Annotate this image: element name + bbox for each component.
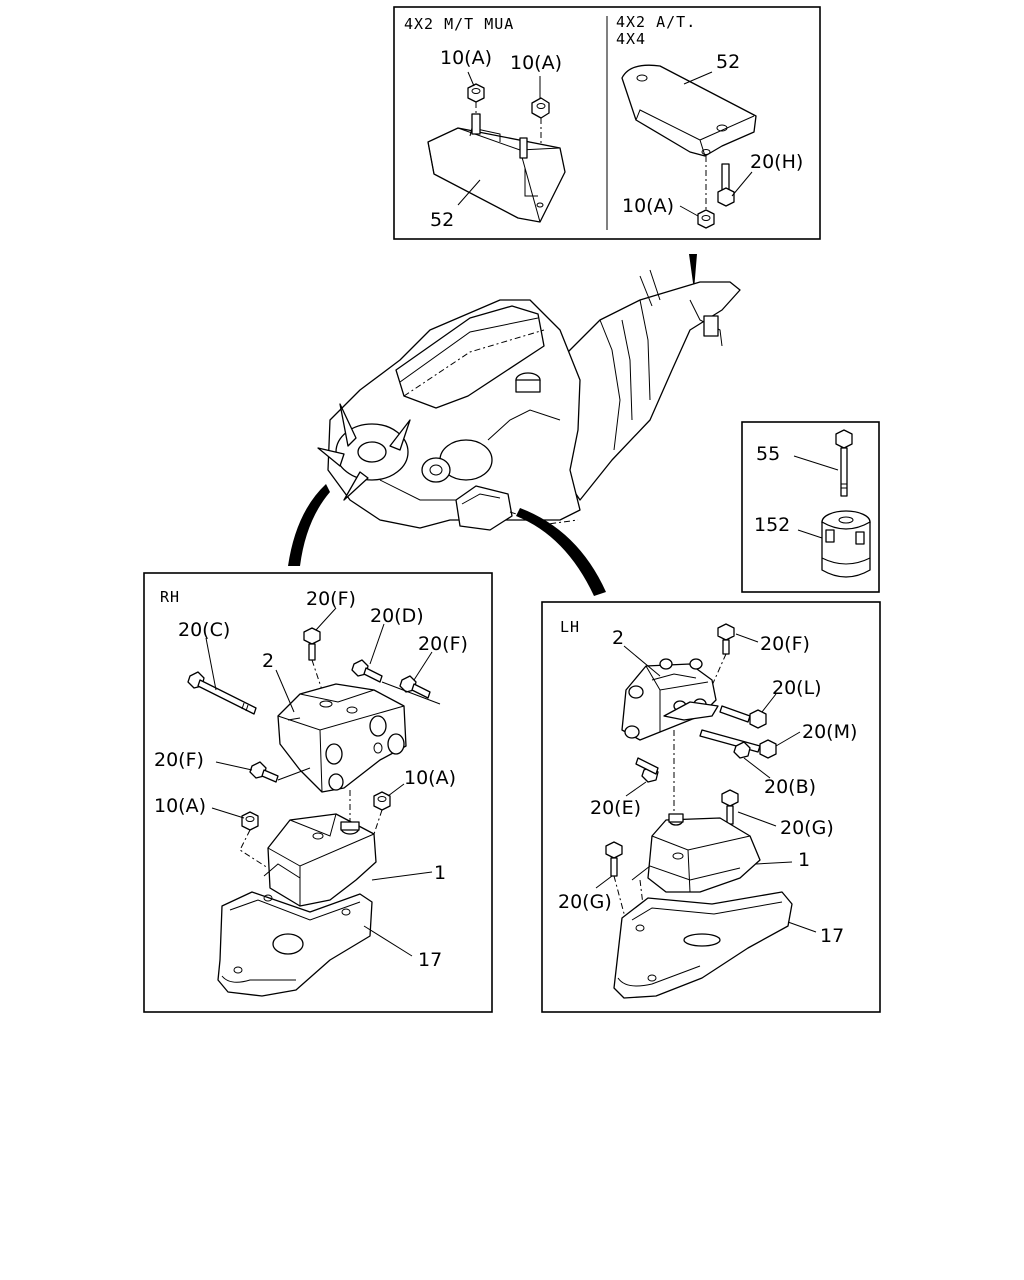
rh-header: RH (160, 588, 180, 606)
top-right-nut-label: 10(A) (510, 52, 562, 74)
lh-bolt-20m-label: 20(M) (802, 721, 857, 743)
rh-pointer-arrow (288, 484, 330, 566)
top-right-nut-a (531, 97, 550, 119)
rh-panel-frame (143, 572, 493, 1013)
top-left-nut-a (467, 83, 485, 103)
rh-bolt-20d (351, 659, 383, 683)
rh-plate-label: 17 (418, 949, 442, 971)
rh-bolt-20f-right (399, 675, 431, 699)
top-left-bracket-label: 52 (430, 209, 454, 231)
lh-bolt-20f (717, 623, 735, 655)
lh-bracket-label: 2 (612, 627, 624, 649)
rh-bracket-label: 2 (262, 650, 274, 672)
lh-bolt-20l-label: 20(L) (772, 677, 822, 699)
rh-nut-10a-left (241, 811, 259, 831)
rh-bolt-20c (187, 671, 257, 715)
rh-nut-10a-right (373, 791, 391, 811)
top-bracket-52-mt (427, 113, 566, 223)
lh-bolt-20g-left (605, 841, 623, 877)
lh-bolt-20f-label: 20(F) (760, 633, 810, 655)
top-bolt-20h-label: 20(H) (750, 151, 803, 173)
rh-bolt-20f-top (303, 627, 321, 661)
top-bracket-52-at (621, 64, 757, 157)
lh-bolt-20g-right (721, 789, 739, 825)
top-right-header-line1: 4X2 A/T. (616, 13, 696, 31)
rh-nut-left-label: 10(A) (154, 795, 206, 817)
lh-bracket-2 (621, 658, 719, 741)
lh-bolt-20m (699, 729, 777, 759)
lh-bolt-20g-left-label: 20(G) (558, 891, 612, 913)
top-pointer-arrow (689, 254, 697, 290)
lh-bolt-20e (635, 757, 659, 783)
lh-plate-17 (613, 891, 793, 999)
top-bottom-nut-a (697, 209, 715, 229)
top-panel-frame (393, 6, 821, 240)
top-right-bracket-label: 52 (716, 51, 740, 73)
rh-panel: RH (143, 572, 493, 1013)
damper-panel-frame (741, 421, 880, 593)
rh-nut-right-label: 10(A) (404, 767, 456, 789)
lh-bolt-20b-label: 20(B) (764, 776, 816, 798)
lh-bolt-20e-label: 20(E) (590, 797, 641, 819)
rh-mount-1 (263, 813, 377, 907)
damper-bolt-55 (835, 429, 853, 497)
lh-mount-label: 1 (798, 849, 810, 871)
rh-bolt-20f-left (249, 761, 279, 783)
damper-label: 152 (754, 514, 790, 536)
top-bolt-20h (717, 163, 735, 207)
lh-header: LH (560, 618, 580, 636)
top-panel: 4X2 M/T MUA 4X2 A/T. 4X4 10(A) (393, 6, 821, 240)
engine-transmission-assembly (317, 269, 741, 531)
damper-152 (821, 510, 871, 578)
rh-bolt-20c-label: 20(C) (178, 619, 230, 641)
top-left-nut-label: 10(A) (440, 47, 492, 69)
damper-panel: 55 152 (741, 421, 880, 593)
lh-bolt-20g-right-label: 20(G) (780, 817, 834, 839)
lh-mount-1 (631, 813, 761, 893)
rh-bolt-20f-top-label: 20(F) (306, 588, 356, 610)
top-right-header-line2: 4X4 (616, 30, 646, 48)
lh-pointer-arrow (516, 508, 606, 596)
top-left-header: 4X2 M/T MUA (404, 15, 514, 33)
lh-panel-frame (541, 601, 881, 1013)
rh-plate-17 (217, 891, 373, 997)
lh-plate-label: 17 (820, 925, 844, 947)
lh-bolt-20l (719, 705, 767, 729)
rh-mount-label: 1 (434, 862, 446, 884)
rh-bracket-2 (277, 683, 407, 793)
rh-bolt-20f-right-label: 20(F) (418, 633, 468, 655)
top-bottom-nut-label: 10(A) (622, 195, 674, 217)
damper-bolt-label: 55 (756, 443, 780, 465)
rh-bolt-20f-left-label: 20(F) (154, 749, 204, 771)
lh-panel: LH (541, 601, 881, 1013)
rh-bolt-20d-label: 20(D) (370, 605, 424, 627)
